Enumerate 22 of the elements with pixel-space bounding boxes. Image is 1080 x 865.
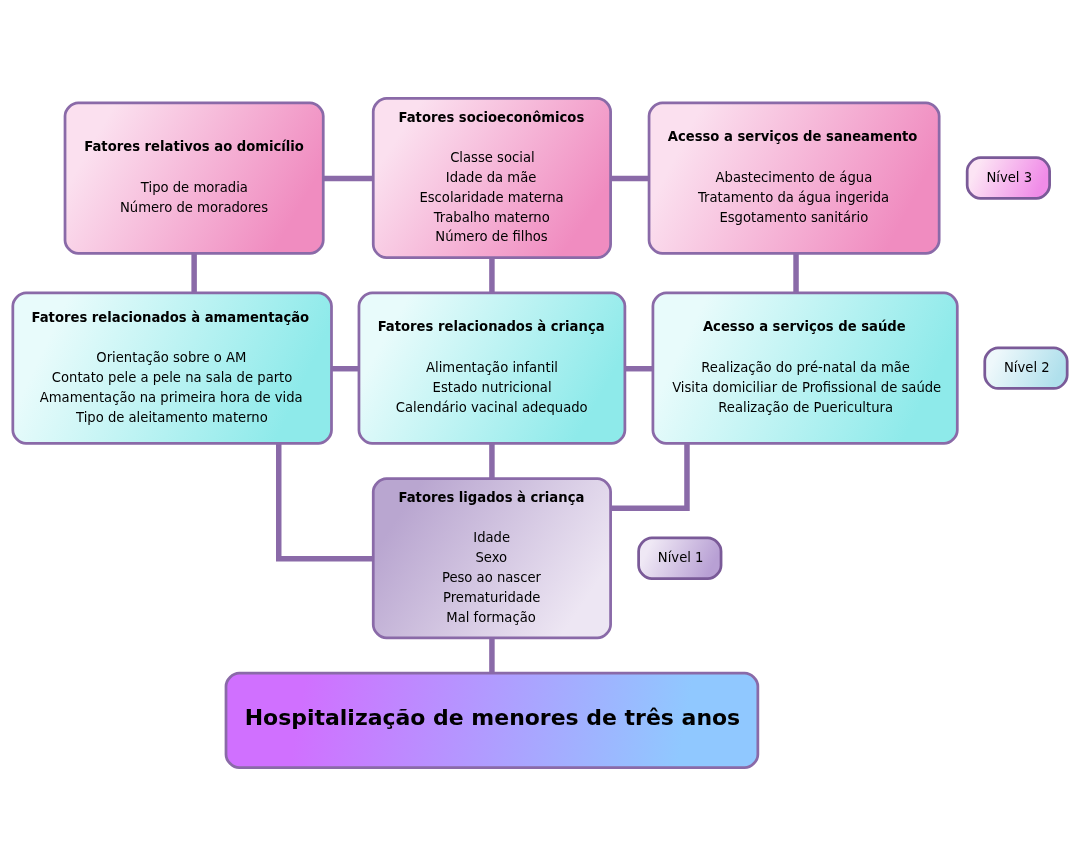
connector [489, 443, 495, 478]
connector [323, 175, 374, 181]
connector [489, 637, 495, 673]
node-box: Fatores ligados à criança Idade Sexo Peso ao nascer Prematuridade Mal formação [371, 476, 612, 639]
node-box: Fatores relacionados à criança Alimentação infantil Estado nutricional Calendário vacinal adequado [357, 291, 627, 445]
node-box: Nível 1 [637, 536, 723, 580]
node-box: Acesso a serviços de saneamento Abastecimento de água Tratamento da água ingerida Esgotamento sanitário [647, 100, 941, 255]
connector [276, 443, 374, 562]
node-box: Acesso a serviços de saúde Realização do pré-natal da mãe Visita domiciliar de Profissional de saúde Realização de Puericultura [651, 291, 959, 445]
node-box: Fatores relacionados à amamentação Orientação sobre o AM Contato pele a pele na sala de parto Amamentação na primeira hora de vida Tipo de aleitamento materno [11, 291, 333, 445]
connector [610, 175, 649, 181]
node-box: Hospitalização de menores de três anos [224, 671, 760, 769]
node-box: Fatores socioeconômicos Classe social Idade da mãe Escolaridade materna Trabalho materno Número de filhos [371, 96, 612, 259]
connector [610, 443, 690, 511]
node-box: Nível 3 [965, 155, 1051, 200]
connector [331, 365, 359, 371]
connector [191, 253, 197, 293]
connector [489, 257, 495, 293]
node-box: Fatores relativos ao domicílio Tipo de moradia Número de moradores [63, 100, 325, 255]
node-box: Nível 2 [983, 345, 1069, 390]
connector [793, 253, 799, 293]
connector [625, 365, 653, 371]
